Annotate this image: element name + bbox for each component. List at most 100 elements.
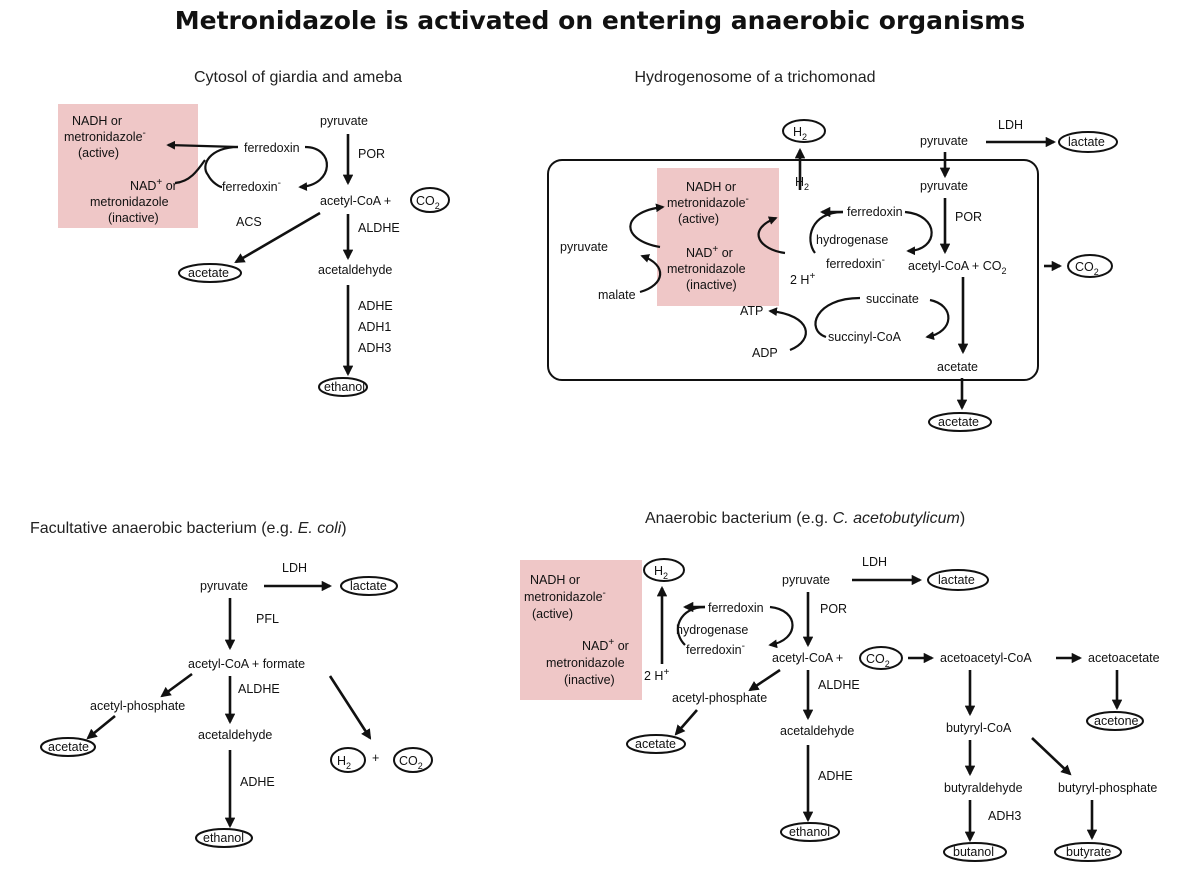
ferredoxin-reduction-arrow [768, 605, 794, 649]
panel-header: Cytosol of giardia and ameba [194, 69, 402, 86]
acetyl-coa-label: acetyl-CoA + [320, 194, 391, 208]
co2-label: CO2 [416, 194, 440, 211]
co2-label: CO2 [399, 754, 423, 771]
acs-enzyme-label: ACS [236, 215, 262, 229]
acetate-external-label: acetate [938, 415, 979, 429]
acetate-oval [178, 263, 242, 283]
panel-clostridium: Anaerobic bacterium (e.g. C. acetobutyli… [520, 510, 1160, 862]
acetoacetate-label: acetoacetate [1088, 651, 1160, 665]
ethanol-oval [318, 377, 368, 397]
pfl-enzyme-label: PFL [256, 612, 279, 626]
ethanol-oval [780, 822, 840, 842]
h2-label: H2 [793, 125, 807, 142]
inactive-label: (inactive) [564, 673, 615, 687]
metronidazole-highlight-box [58, 104, 198, 228]
h2-oval [643, 558, 685, 582]
panel-giardia: Cytosol of giardia and ameba NADH or met… [58, 69, 450, 397]
por-enzyme-label: POR [358, 147, 385, 161]
pyruvate-external-label: pyruvate [920, 134, 968, 148]
ferredoxin-label: ferredoxin [847, 205, 903, 219]
butyrate-oval [1054, 842, 1122, 862]
h2-oval [782, 119, 826, 143]
acetone-label: acetone [1094, 714, 1139, 728]
metronidazole-inactive-label: metronidazole [667, 262, 746, 276]
acetyl-coa-label: acetyl-CoA + [772, 651, 843, 665]
por-enzyme-label: POR [820, 602, 847, 616]
ldh-enzyme-label: LDH [282, 561, 307, 575]
succinyl-coa-label: succinyl-CoA [828, 330, 902, 344]
lactate-oval [340, 576, 398, 596]
adh1-enzyme-label: ADH1 [358, 320, 391, 334]
malic-enzyme-cycle-arrow [629, 203, 665, 249]
hydrogenase-label: hydrogenase [816, 233, 888, 247]
co2-oval [1067, 254, 1113, 278]
to-acetate-arrow [234, 211, 321, 264]
inactive-label: (inactive) [108, 211, 159, 225]
pyruvate-label: pyruvate [782, 573, 830, 587]
two-h-label: 2 H+ [644, 667, 669, 683]
succinyl-cycle [814, 296, 861, 339]
acetate-label: acetate [635, 737, 676, 751]
slide-title: Metronidazole is activated on entering a… [174, 6, 1026, 35]
pyruvate-label: pyruvate [200, 579, 248, 593]
adhe-enzyme-label: ADHE [818, 769, 853, 783]
succinate-label: succinate [866, 292, 919, 306]
butyrate-label: butyrate [1066, 845, 1111, 859]
co2-oval [393, 747, 433, 773]
from-nad-arrow [174, 159, 206, 185]
adp-label: ADP [752, 346, 778, 360]
ldh-enzyme-label: LDH [998, 118, 1023, 132]
ethanol-label: ethanol [324, 380, 365, 394]
adhe-enzyme-label: ADHE [240, 775, 275, 789]
nad-cycle-arrow [204, 145, 239, 189]
ferredoxin-reduction-arrow [904, 210, 933, 256]
to-nadh-arrow [166, 140, 239, 150]
co2-label: CO2 [866, 652, 890, 669]
lactate-label: lactate [938, 573, 975, 587]
to-acetate-arrow [86, 714, 116, 740]
adh3-enzyme-label: ADH3 [988, 809, 1021, 823]
hydrogenosome-membrane [547, 159, 1039, 381]
acetate-oval [928, 412, 992, 432]
acetoacetyl-coa-label: acetoacetyl-CoA [940, 651, 1032, 665]
co2-oval [410, 187, 450, 213]
acetate-label: acetate [48, 740, 89, 754]
ferredoxin-label: ferredoxin [708, 601, 764, 615]
butyraldehyde-label: butyraldehyde [944, 781, 1023, 795]
malate-to-pyruvate-arrow [639, 254, 662, 294]
h2-label: H2 [337, 754, 351, 771]
plus-label: + [372, 751, 379, 765]
butanol-label: butanol [953, 845, 994, 859]
butanol-oval [943, 842, 1007, 862]
to-acetate-arrow [674, 709, 698, 736]
panel-header: Anaerobic bacterium (e.g. C. acetobutyli… [645, 510, 965, 527]
por-enzyme-label: POR [955, 210, 982, 224]
ldh-enzyme-label: LDH [862, 555, 887, 569]
ethanol-label: ethanol [203, 831, 244, 845]
acetaldehyde-label: acetaldehyde [318, 263, 392, 277]
acetyl-phosphate-label: acetyl-phosphate [672, 691, 767, 705]
acetyl-coa-formate-label: acetyl-CoA + formate [188, 657, 305, 671]
ethanol-label: ethanol [789, 825, 830, 839]
reduced-ferredoxin-label: ferredoxin- [826, 255, 885, 271]
nad-label: NAD+ or [130, 177, 177, 193]
co2-label: CO2 [1075, 260, 1099, 277]
h2-label: H2 [654, 564, 668, 581]
acetyl-phosphate-label: acetyl-phosphate [90, 699, 185, 713]
hydrogenase-label: hydrogenase [676, 623, 748, 637]
ferredoxin-reduction-arrow [298, 145, 328, 191]
lactate-oval [1058, 131, 1118, 153]
nadh-label: NADH or [686, 180, 736, 194]
pyruvate-label: pyruvate [320, 114, 368, 128]
adh3-enzyme-label: ADH3 [358, 341, 391, 355]
metronidazole-inactive-label: metronidazole [546, 656, 625, 670]
nad-label: NAD+ or [582, 637, 629, 653]
h2-oval [330, 747, 366, 773]
adhe-enzyme-label: ADHE [358, 299, 393, 313]
reduced-ferredoxin-label: ferredoxin- [222, 178, 281, 194]
metronidazole-active-label: metronidazole- [667, 194, 749, 210]
succinate-to-succinylcoa-arrow [925, 298, 950, 341]
metronidazole-active-label: metronidazole- [64, 128, 146, 144]
co2-oval [859, 646, 903, 670]
